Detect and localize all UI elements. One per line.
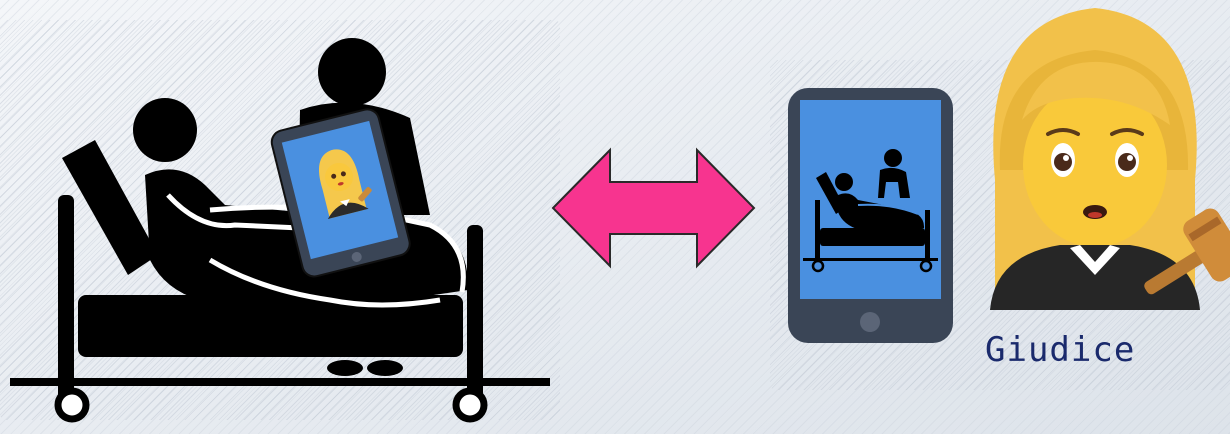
judge-label: Giudice [985, 330, 1185, 370]
double-arrow-icon [553, 150, 754, 266]
judge-emoji-icon [990, 8, 1200, 310]
